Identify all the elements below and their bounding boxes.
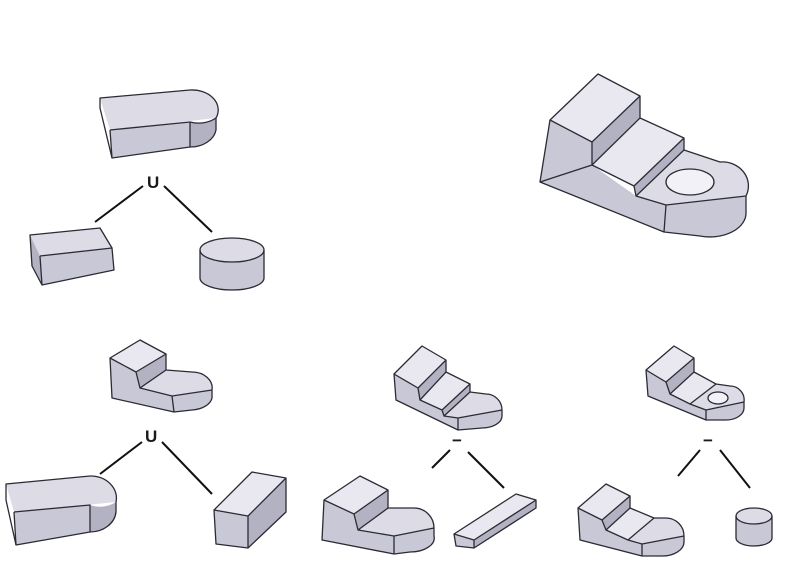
branch-left-3 <box>431 449 451 469</box>
union-operator-bottom: U <box>145 427 157 446</box>
stepped-part-result <box>109 339 213 413</box>
union-operator-top: U <box>147 173 159 192</box>
bar-operand <box>453 493 537 549</box>
rounded-slab-operand <box>5 475 118 546</box>
small-cylinder-operand <box>735 507 773 547</box>
stepped-part-operand <box>321 475 435 555</box>
branch-right-2 <box>161 441 213 495</box>
branch-left-4 <box>677 449 701 477</box>
difference-operator-right: − <box>703 431 713 450</box>
branch-right-4 <box>719 449 751 489</box>
rounded-slab-result <box>99 89 219 159</box>
difference-tree-middle: − <box>321 345 537 555</box>
difference-operator-middle: − <box>452 431 462 450</box>
branch-left-2 <box>99 441 143 475</box>
branch-left <box>94 185 144 223</box>
block-operand <box>213 471 287 549</box>
union-tree-bottom: U <box>5 339 287 549</box>
double-stepped-result <box>393 345 503 431</box>
cylinder-operand <box>199 237 265 291</box>
union-tree-top: U <box>29 89 265 291</box>
double-stepped-operand <box>577 483 685 557</box>
difference-tree-right: − <box>577 345 773 557</box>
box-operand <box>29 227 115 286</box>
final-bracket-part <box>539 73 750 238</box>
bracket-result <box>645 345 745 421</box>
branch-right-3 <box>467 451 505 489</box>
branch-right <box>163 185 213 233</box>
